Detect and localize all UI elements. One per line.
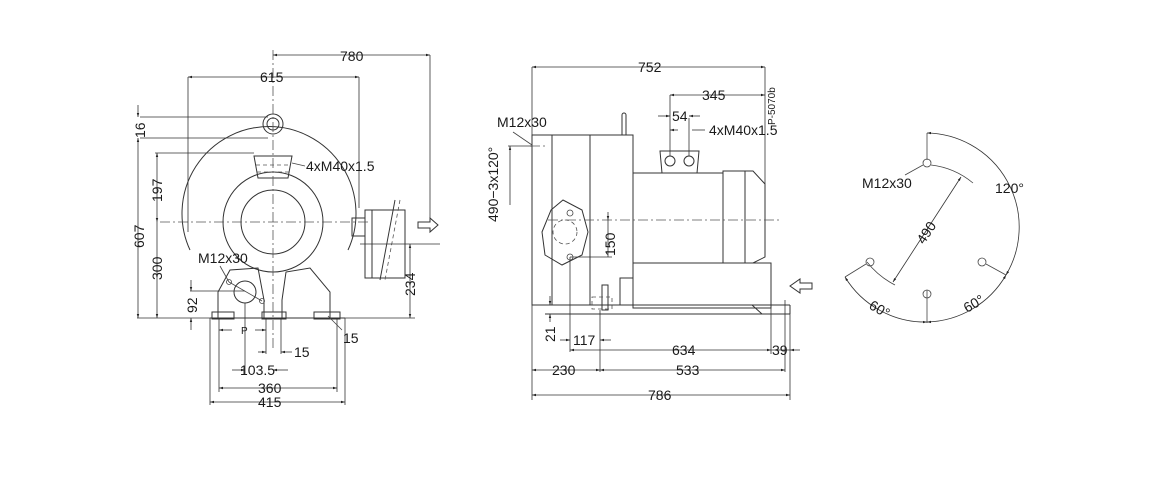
dim-15-foot: 15	[343, 330, 359, 346]
dim-92: 92	[184, 297, 200, 313]
dim-197: 197	[149, 178, 165, 202]
dim-16: 16	[132, 122, 148, 138]
outlet-arrow-icon	[417, 216, 439, 234]
dim-345: 345	[702, 87, 726, 103]
terminal-box	[659, 150, 700, 174]
dim-360: 360	[258, 380, 282, 396]
dim-615: 615	[260, 69, 284, 85]
dim-15-center: 15	[294, 344, 310, 360]
dim-150: 150	[602, 232, 618, 256]
dim-230: 230	[552, 362, 576, 378]
dim-103-5: 103.5	[240, 362, 275, 378]
angle-60-left: 60°	[867, 297, 893, 321]
inlet-arrow-icon	[789, 278, 813, 294]
fan-cover	[745, 170, 766, 264]
drawing-code: P-5070b	[767, 87, 778, 125]
label-m12x30-detail: M12x30	[862, 175, 912, 191]
label-4xm40-front: 4xM40x1.5	[306, 158, 375, 174]
bolt-hole-right	[977, 257, 987, 267]
bolt-hole-top	[922, 158, 932, 168]
port-marker: P	[241, 326, 248, 337]
dim-634: 634	[672, 342, 696, 358]
dim-780: 780	[340, 48, 364, 64]
dim-234: 234	[402, 272, 418, 296]
dim-117: 117	[573, 332, 596, 348]
angle-120: 120°	[995, 180, 1024, 196]
motor-body	[632, 172, 724, 264]
dim-607: 607	[131, 224, 147, 248]
label-490-3x120: 490−3x120°	[485, 147, 501, 222]
dim-415: 415	[258, 394, 282, 410]
right-foot	[281, 267, 331, 319]
dim-752: 752	[638, 59, 662, 75]
housing-outline	[181, 126, 357, 251]
dim-54: 54	[672, 108, 688, 124]
label-4xm40-side: 4xM40x1.5	[709, 122, 778, 138]
label-m12x30-front: M12x30	[198, 250, 248, 266]
dim-300: 300	[149, 256, 165, 280]
side-view: 752 P-5070b 345 54 4xM40x1.5 M12x30 490−…	[485, 59, 813, 403]
lifting-lug	[621, 112, 627, 135]
label-m12x30-side: M12x30	[497, 114, 547, 130]
dim-39: 39	[772, 342, 788, 358]
dim-21: 21	[542, 326, 558, 342]
dim-533: 533	[676, 362, 700, 378]
dim-786: 786	[648, 387, 672, 403]
top-port	[253, 155, 293, 179]
front-view: 780 615 16 197 607 300 234 M12x30 4xM40x…	[131, 48, 440, 410]
dim-490-detail: 490	[913, 218, 939, 246]
angle-60-right: 60°	[961, 291, 987, 315]
base-frame	[632, 262, 772, 309]
port-circle	[233, 280, 257, 304]
outlet-flange	[541, 199, 589, 266]
flange-detail: 490 M12x30 120° 60° 60°	[844, 131, 1024, 324]
